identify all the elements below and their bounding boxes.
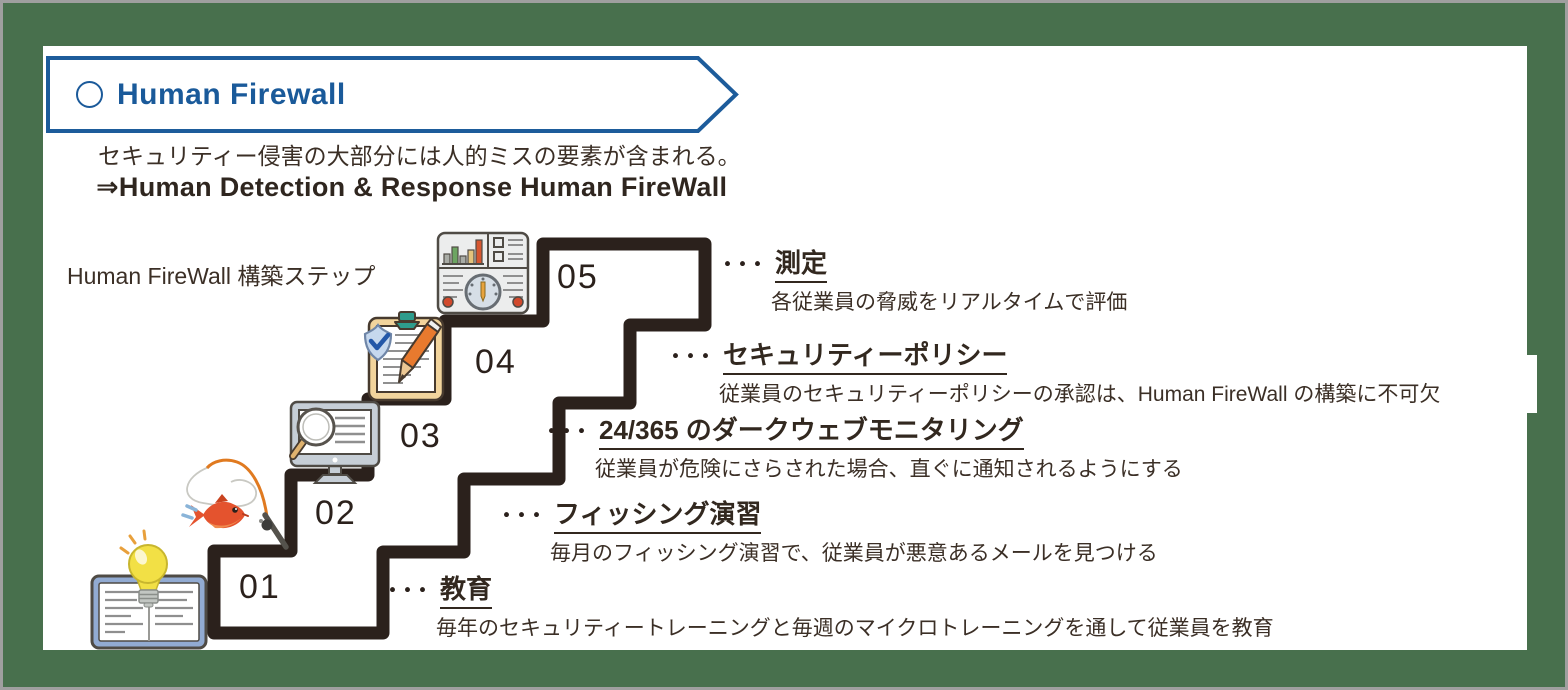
step-title-04: セキュリティーポリシー: [723, 341, 1008, 375]
staircase-label: Human FireWall 構築ステップ: [67, 263, 376, 289]
step-number-02: 02: [315, 494, 357, 532]
step-desc-05: 各従業員の脅威をリアルタイムで評価: [771, 290, 1128, 314]
leader-dots: ・・・: [381, 577, 434, 603]
intro-line-1: セキュリティー侵害の大部分には人的ミスの要素が含まれる。: [98, 143, 741, 169]
annotation-step-05: ・・・測定 各従業員の脅威をリアルタイムで評価: [716, 249, 1127, 315]
step-number-03: 03: [400, 417, 442, 455]
leader-dots: ・・・: [716, 251, 769, 277]
page-title: Human Firewall: [117, 77, 346, 111]
leader-dots: ・・・: [664, 343, 717, 369]
banner-arrow-shape: [46, 56, 739, 133]
clipboard-shield-pencil-icon: [363, 311, 445, 402]
step-number-04: 04: [475, 343, 517, 381]
step-title-05: 測定: [775, 249, 828, 283]
leader-dots: ・・・: [495, 502, 548, 528]
step-title-03: 24/365 のダークウェブモニタリング: [599, 416, 1024, 450]
step-desc-03: 従業員が危険にさらされた場合、直ぐに通知されるようにする: [595, 457, 1183, 481]
step-desc-04: 従業員のセキュリティーポリシーの承認は、Human FireWall の構築に不…: [719, 382, 1441, 406]
annotation-step-01: ・・・教育 毎年のセキュリティートレーニングと毎週のマイクロトレーニングを通して…: [381, 575, 1274, 641]
step-desc-01: 毎年のセキュリティートレーニングと毎週のマイクロトレーニングを通して従業員を教育: [436, 616, 1274, 640]
title-banner: Human Firewall: [46, 56, 740, 133]
circle-outline-icon: [76, 81, 103, 108]
dashboard-gauge-icon: [436, 231, 530, 315]
annotation-step-04: ・・・セキュリティーポリシー 従業員のセキュリティーポリシーの承認は、Human…: [664, 341, 1440, 407]
step-title-02: フィッシング演習: [554, 500, 762, 534]
monitor-magnifier-icon: [289, 400, 381, 484]
fishing-rod-fish-icon: [181, 458, 289, 550]
step-number-05: 05: [557, 258, 599, 296]
step-title-01: 教育: [440, 575, 493, 609]
annotation-step-03: ・・・24/365 のダークウェブモニタリング 従業員が危険にさらされた場合、直…: [540, 416, 1183, 482]
slide-panel: Human Firewall セキュリティー侵害の大部分には人的ミスの要素が含ま…: [43, 46, 1537, 650]
intro-line-2: ⇒Human Detection & Response Human FireWa…: [96, 172, 728, 202]
step-number-01: 01: [239, 568, 281, 606]
step-desc-02: 毎月のフィッシング演習で、従業員が悪意あるメールを見つける: [550, 541, 1158, 565]
annotation-step-02: ・・・フィッシング演習 毎月のフィッシング演習で、従業員が悪意あるメールを見つけ…: [495, 500, 1158, 566]
open-book-lightbulb-icon: [90, 529, 208, 650]
annotation-04-overflow-bg: [1523, 355, 1537, 413]
leader-dots: ・・・: [540, 418, 593, 444]
